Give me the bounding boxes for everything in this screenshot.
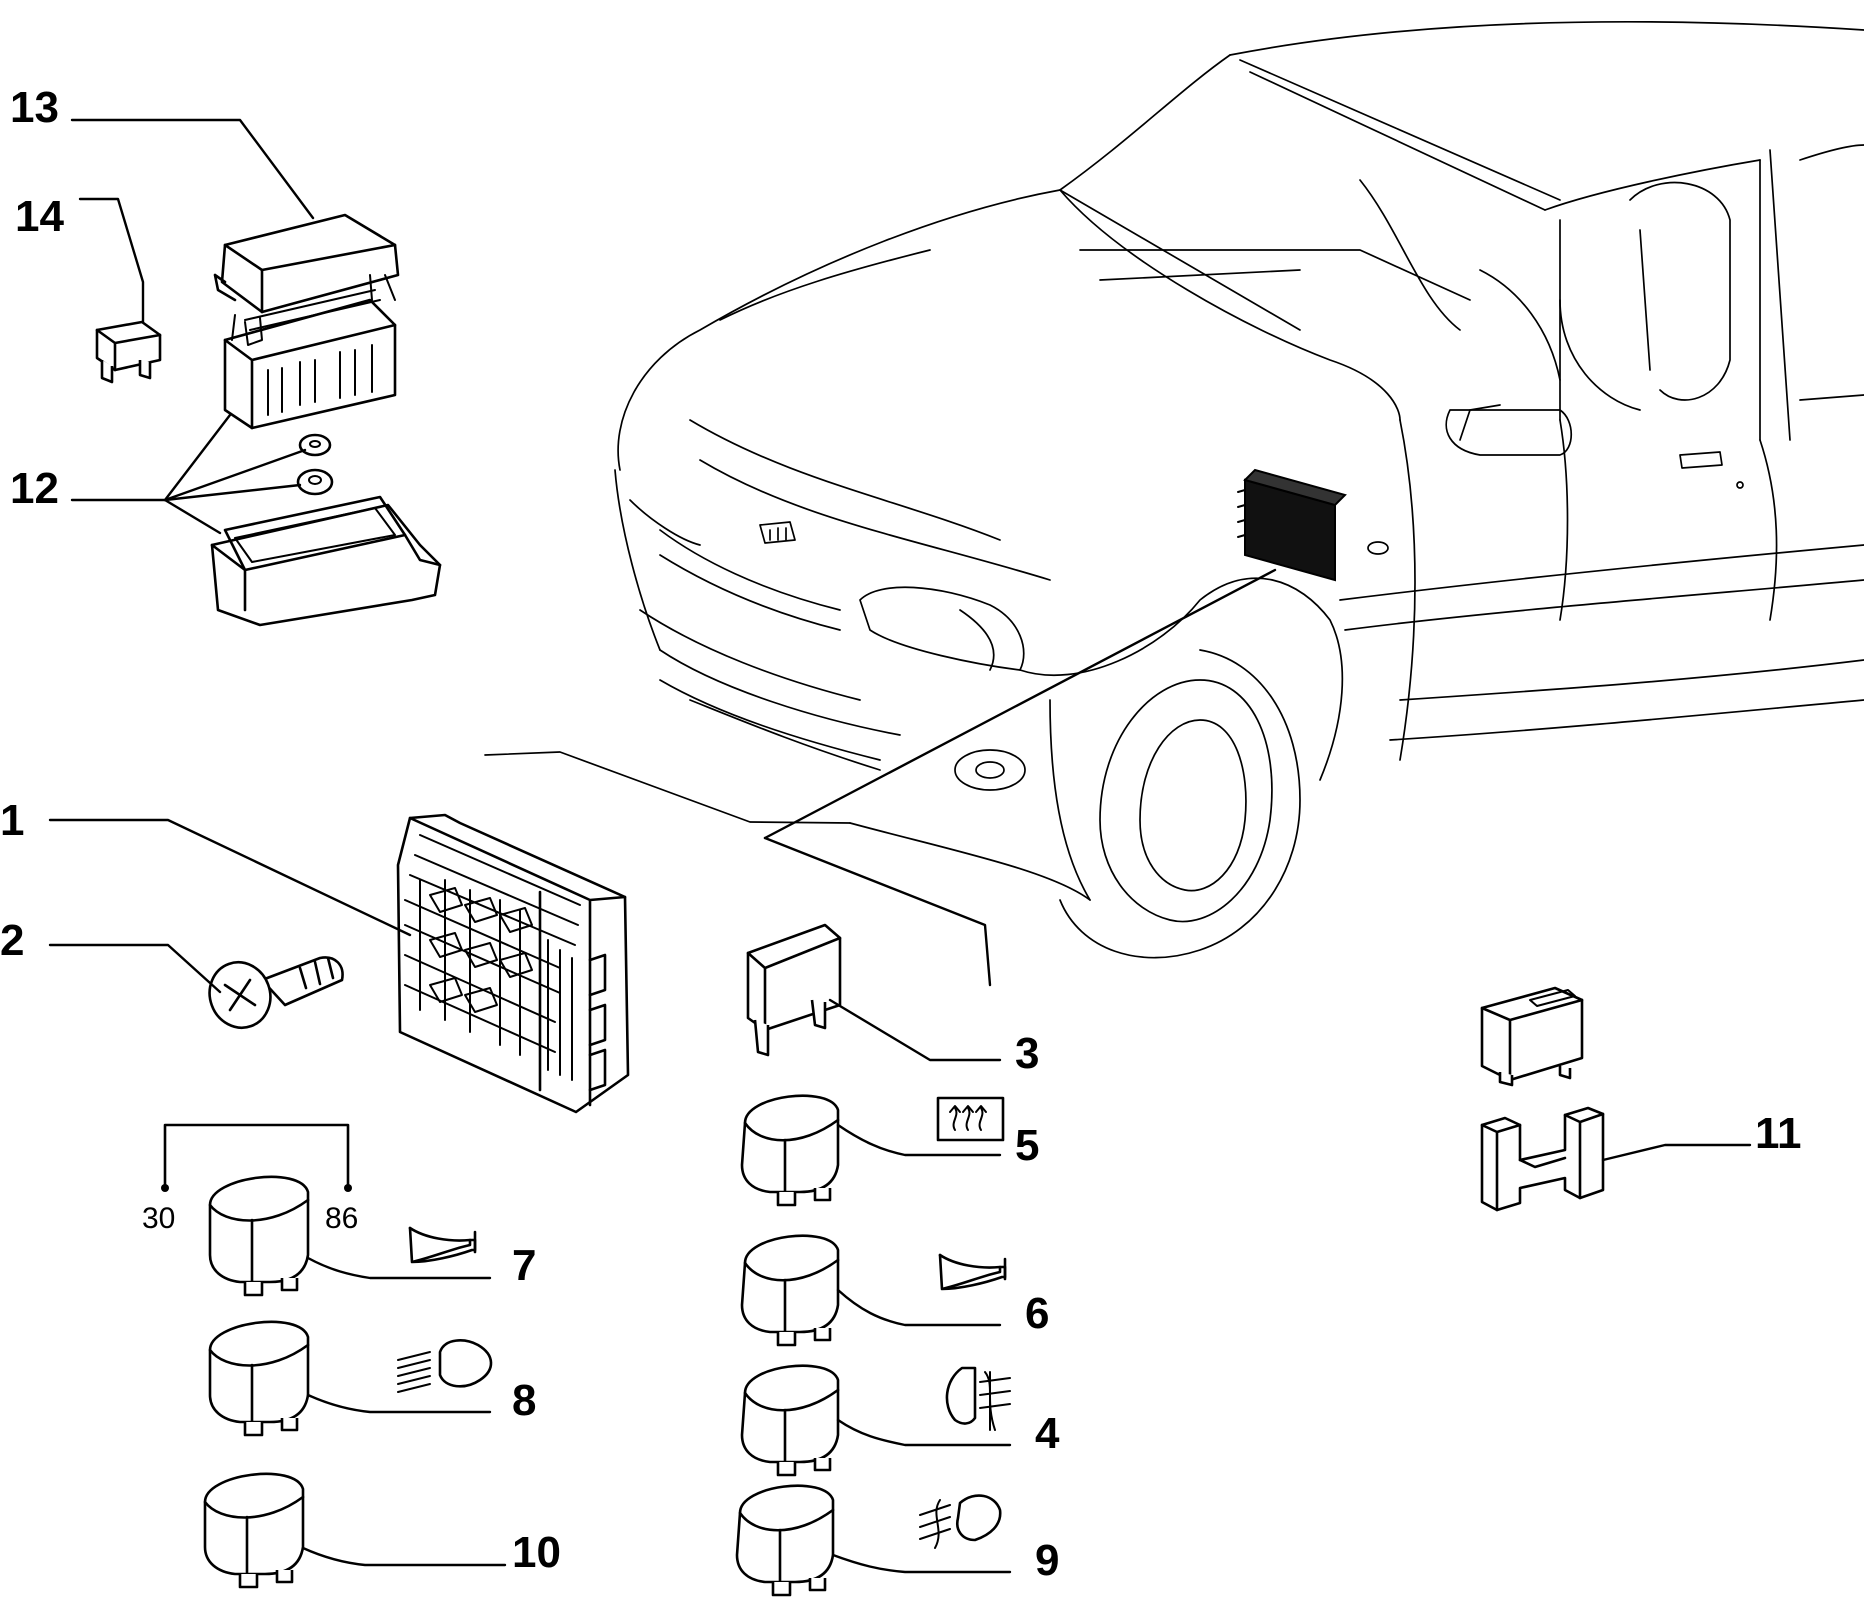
part-9-relay [735, 1484, 1012, 1597]
callout-10: 10 [512, 1528, 561, 1577]
part-10-relay [203, 1472, 507, 1589]
part-4-relay [740, 1364, 1012, 1477]
part-14-blade-fuse [78, 197, 162, 384]
part-12-fuse-box-assembly [70, 274, 442, 627]
callout-5: 5 [1015, 1121, 1039, 1170]
part-13-fuse-box-cover [70, 118, 400, 314]
relay-pin-bracket [161, 1123, 352, 1192]
callout-2: 2 [0, 916, 24, 965]
callout-3: 3 [1015, 1029, 1039, 1078]
part-6-relay [740, 1234, 1002, 1347]
high-beam-icon [397, 1339, 493, 1393]
callout-labels: 13 14 12 1 2 3 5 7 6 8 4 10 9 11 30 86 [0, 83, 1802, 1585]
callout-8: 8 [512, 1376, 536, 1425]
pin-label-30: 30 [142, 1202, 175, 1235]
callout-4: 4 [1035, 1409, 1060, 1458]
part-5-relay [740, 1094, 1002, 1207]
callout-6: 6 [1025, 1289, 1049, 1338]
part-2-screw [48, 943, 344, 1029]
pin-label-86: 86 [325, 1202, 358, 1235]
part-11-jumper-bridge [1480, 986, 1752, 1212]
car-illustration [484, 21, 1864, 959]
front-fog-light-icon [945, 1366, 1011, 1431]
callout-12: 12 [10, 464, 59, 513]
horn-icon [938, 1253, 1007, 1291]
part-7-relay [208, 1175, 492, 1297]
horn-icon [408, 1226, 477, 1264]
callout-13: 13 [10, 83, 59, 132]
rear-window-defrost-icon [936, 1096, 1005, 1142]
callout-14: 14 [15, 192, 64, 241]
part-8-relay [208, 1320, 492, 1437]
rear-fog-light-icon [919, 1494, 1002, 1549]
part-3-maxi-fuse [746, 923, 1002, 1062]
callout-7: 7 [512, 1241, 536, 1290]
fuse-box-location-marker [763, 468, 1347, 987]
callout-9: 9 [1035, 1536, 1059, 1585]
callout-11: 11 [1755, 1109, 1802, 1158]
callout-1: 1 [0, 796, 24, 845]
part-1-fuse-box-unit [48, 813, 630, 1114]
